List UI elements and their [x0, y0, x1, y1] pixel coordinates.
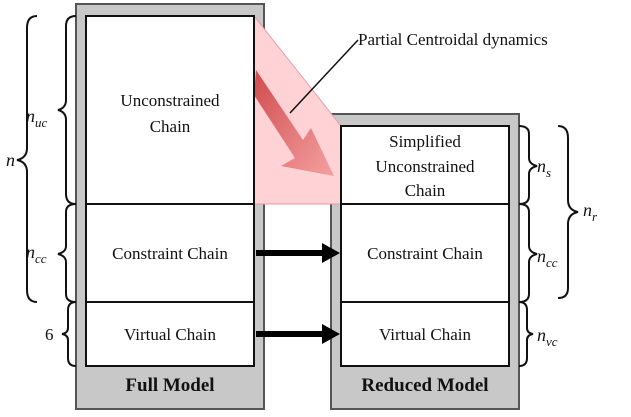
- reduced-simplified-line2: Unconstrained: [375, 157, 475, 176]
- full-virtual-box: [85, 301, 255, 367]
- annotation-label: Partial Centroidal dynamics: [358, 30, 548, 49]
- label-n-cc-left: ncc: [26, 242, 47, 266]
- brace-n-vc: [518, 301, 534, 367]
- full-model-title: Full Model: [125, 375, 214, 396]
- reduced-model-title: Reduced Model: [361, 375, 488, 396]
- label-six: 6: [45, 325, 54, 344]
- reduced-simplified-box: [340, 125, 510, 205]
- reduced-constraint-label: Constraint Chain: [367, 244, 483, 263]
- full-constraint-label: Constraint Chain: [112, 244, 228, 263]
- reduced-simplified-line1: Simplified: [389, 132, 461, 151]
- brace-six: [61, 301, 77, 367]
- reduced-virtual-box: [340, 301, 510, 367]
- brace-n-uc: [57, 15, 77, 205]
- brace-n-cc-left: [57, 203, 77, 303]
- reduced-simplified-line3: Chain: [405, 181, 446, 200]
- brace-n-s: [518, 125, 538, 205]
- brace-n-r: [557, 125, 579, 299]
- constraint-arrow: [256, 243, 340, 263]
- full-constraint-box: [85, 203, 255, 303]
- brace-n-cc-right: [518, 203, 538, 303]
- label-n-uc: nuc: [26, 106, 48, 130]
- brace-n: [16, 15, 38, 303]
- full-unconstrained-box: [85, 15, 255, 205]
- label-n-vc: nvc: [537, 325, 558, 349]
- label-n: n: [6, 150, 15, 170]
- label-n-cc-right: ncc: [537, 246, 558, 270]
- full-virtual-label: Virtual Chain: [124, 325, 216, 344]
- reduced-constraint-box: [340, 203, 510, 303]
- full-unconstrained-line2: Chain: [150, 117, 191, 136]
- virtual-arrow: [256, 324, 340, 344]
- reduced-virtual-label: Virtual Chain: [379, 325, 471, 344]
- annotation-leader: [289, 39, 359, 114]
- centroidal-dynamics-arrow: [254, 70, 334, 176]
- label-n-s: ns: [537, 156, 551, 180]
- label-n-r: nr: [583, 200, 598, 224]
- full-unconstrained-line1: Unconstrained: [120, 91, 220, 110]
